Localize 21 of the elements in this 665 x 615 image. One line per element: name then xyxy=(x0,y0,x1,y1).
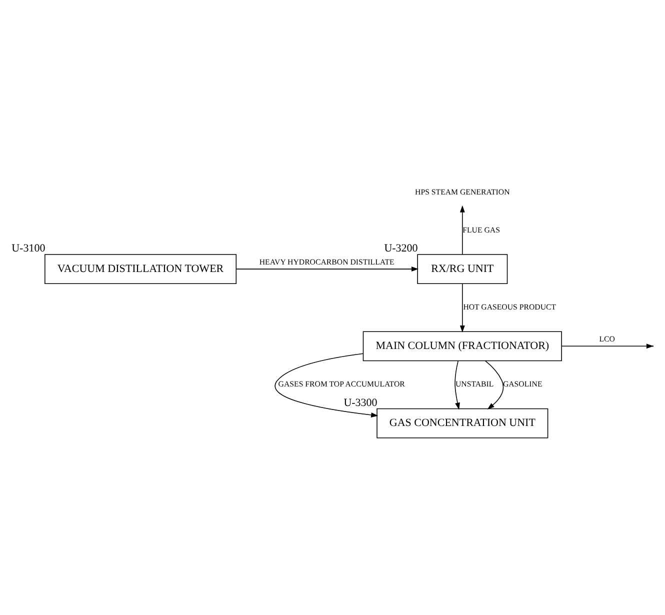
edge-label: HEAVY HYDROCARBON DISTILLATE xyxy=(259,256,394,266)
node-box: VACUUM DISTILLATION TOWER xyxy=(44,254,237,284)
edge-label: UNSTABIL xyxy=(455,379,494,388)
node-box: MAIN COLUMN (FRACTIONATOR) xyxy=(362,330,562,361)
arrow xyxy=(236,266,419,272)
arrow xyxy=(454,360,460,410)
node-label: U-3100 xyxy=(12,242,46,254)
node-label: U-3300 xyxy=(344,396,378,408)
arrow xyxy=(460,282,465,332)
node-label: U-3200 xyxy=(384,242,418,254)
arrow xyxy=(460,204,465,254)
node-box: GAS CONCENTRATION UNIT xyxy=(376,408,548,438)
arrow xyxy=(274,352,378,417)
node-text: HPS STEAM GENERATION xyxy=(415,186,510,196)
edge-label: HOT GASEOUS PRODUCT xyxy=(463,302,556,312)
node-box: RX/RG UNIT xyxy=(417,254,508,284)
edge-label: GASES FROM TOP ACCUMULATOR xyxy=(278,379,405,388)
arrow xyxy=(484,360,504,409)
edge-label: LCO xyxy=(599,334,615,343)
edge-label: GASOLINE xyxy=(502,379,542,388)
edge-label: FLUE GAS xyxy=(462,224,500,234)
